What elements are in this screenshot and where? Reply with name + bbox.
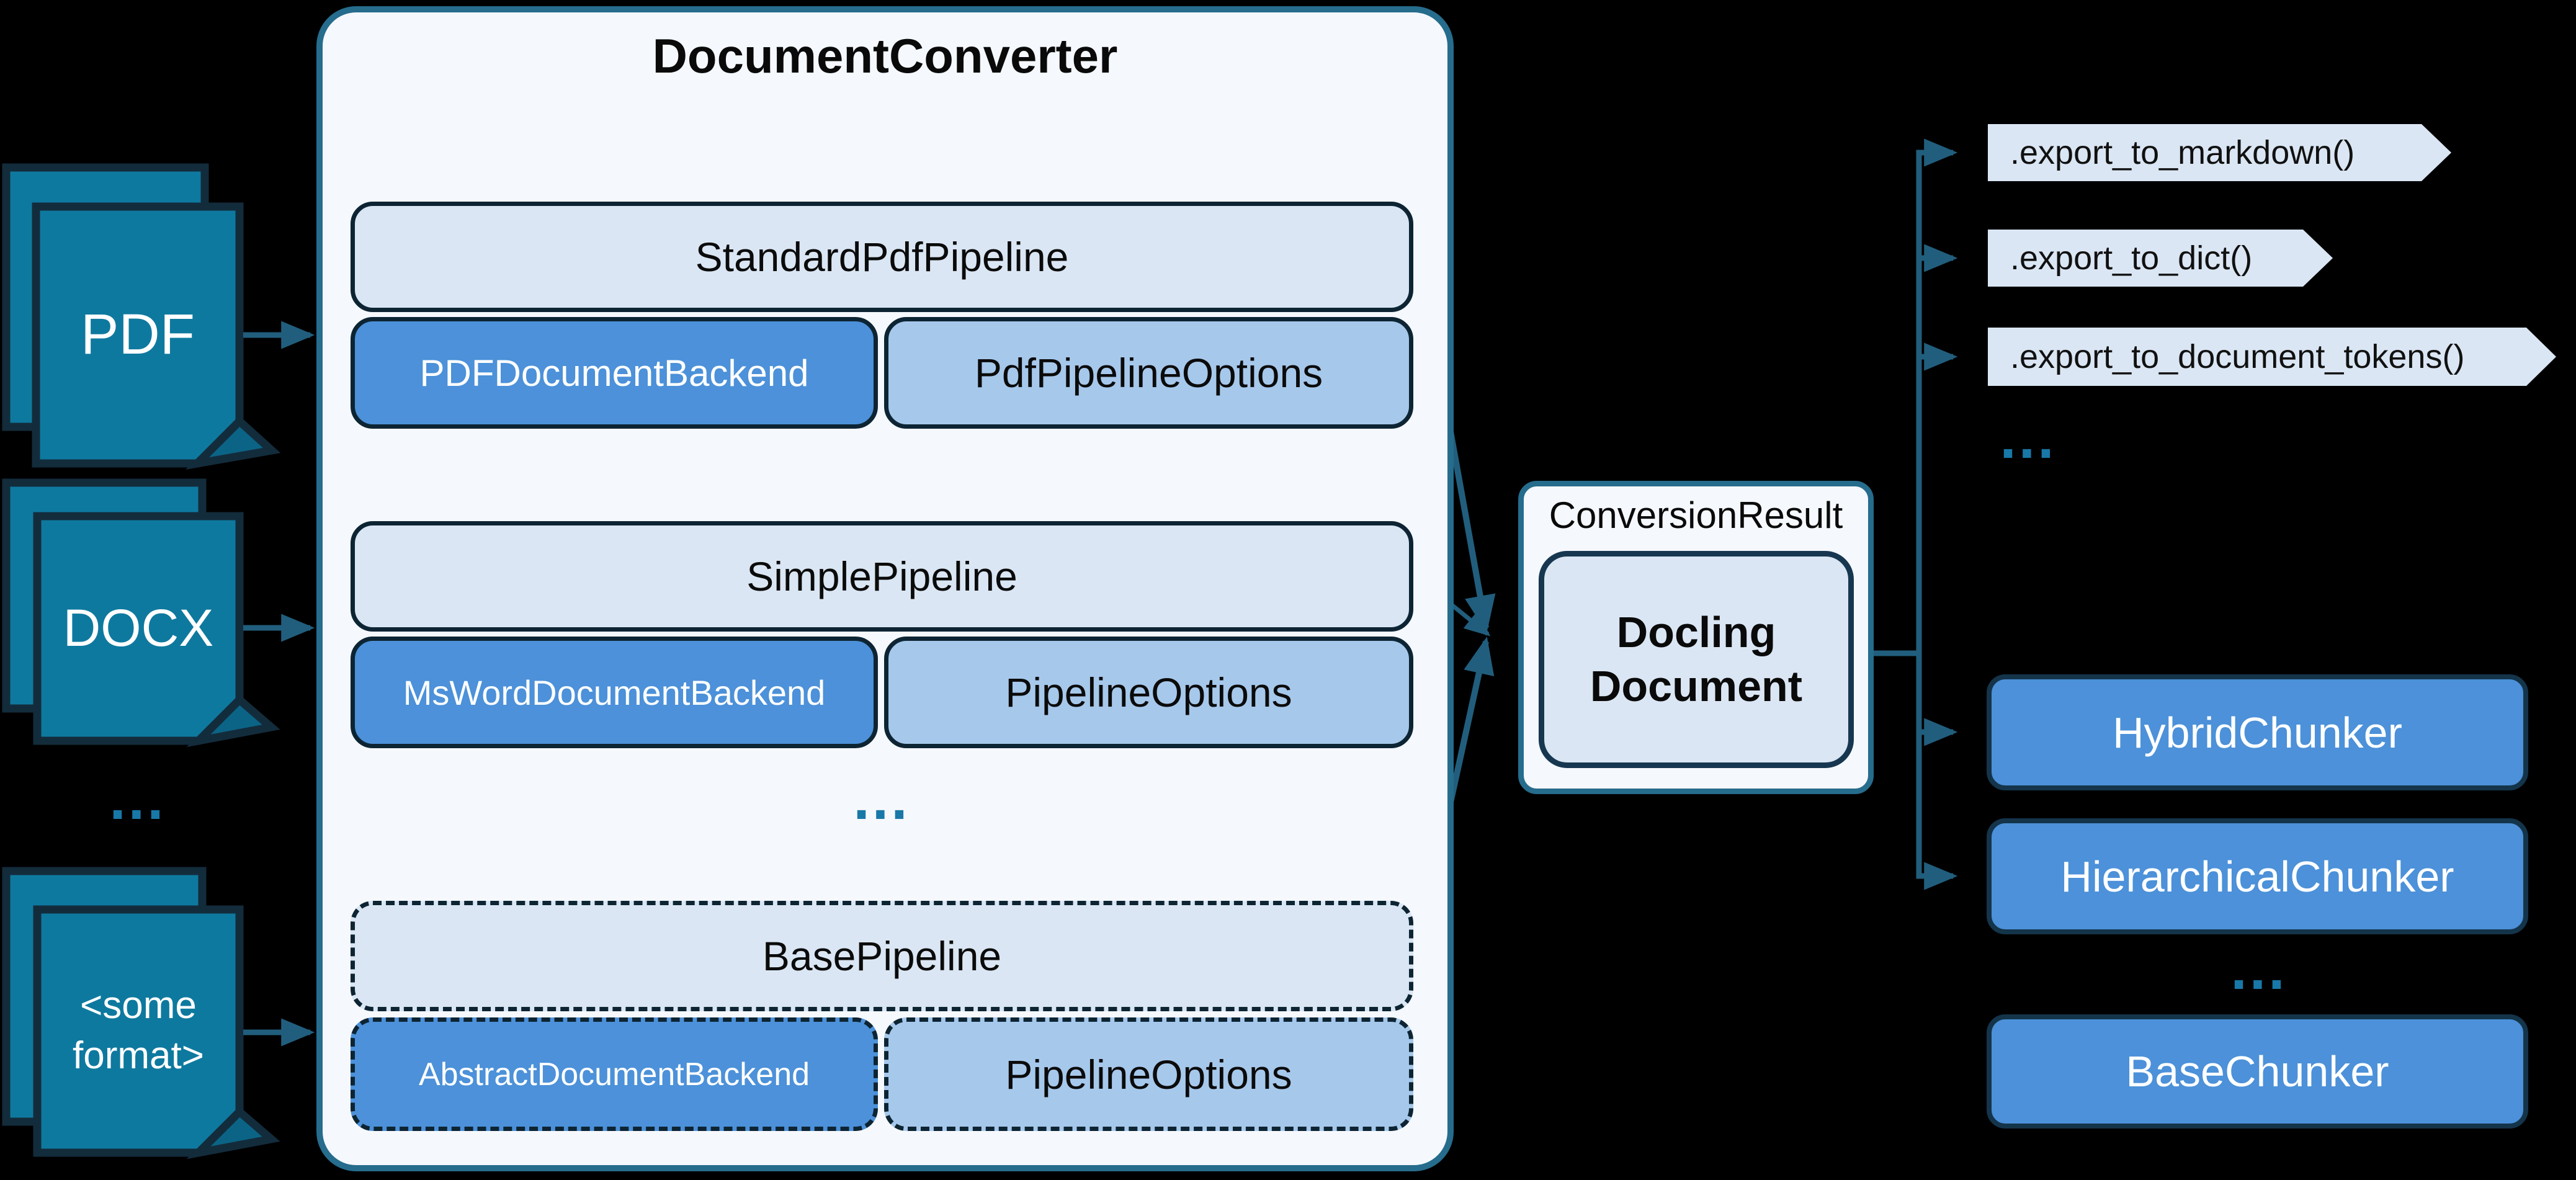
- input-label-other-format: <some format>: [73, 984, 204, 1077]
- conversion-result-label: ConversionResult: [1549, 494, 1843, 536]
- msword-document-backend-box: MsWordDocumentBackend: [351, 637, 878, 748]
- other-format-document-stack-icon: [2, 867, 280, 1160]
- export-to-dict-pennant: .export_to_dict(): [1988, 230, 2333, 287]
- abstract-document-backend-box: AbstractDocumentBackend: [351, 1017, 878, 1131]
- input-label-pdf: PDF: [81, 303, 195, 367]
- export-to-markdown-pennant: .export_to_markdown(): [1988, 124, 2451, 181]
- converter-ellipsis: ...: [853, 766, 910, 832]
- input-label-docx: DOCX: [63, 599, 214, 658]
- base-chunker-box: BaseChunker: [1987, 1014, 2528, 1129]
- hierarchical-chunker-box: HierarchicalChunker: [1987, 818, 2528, 934]
- docling-document-box: Docling Document: [1539, 551, 1854, 768]
- pdf-document-stack-icon: [2, 163, 281, 470]
- base-pipeline-options-box: PipelineOptions: [884, 1017, 1413, 1131]
- standard-pdf-pipeline-box: StandardPdfPipeline: [351, 202, 1413, 312]
- hybrid-chunker-box: HybridChunker: [1987, 674, 2528, 790]
- exports-ellipsis: ...: [2000, 405, 2057, 471]
- base-pipeline-box: BasePipeline: [351, 901, 1413, 1011]
- document-converter-title: DocumentConverter: [652, 28, 1118, 83]
- input-arrows: [243, 321, 315, 1047]
- pdf-pipeline-options-box: PdfPipelineOptions: [884, 317, 1413, 429]
- pdf-document-backend-box: PDFDocumentBackend: [351, 317, 878, 429]
- pipeline-options-box: PipelineOptions: [884, 637, 1413, 748]
- export-to-document-tokens-pennant: .export_to_document_tokens(): [1988, 328, 2556, 386]
- docx-document-stack-icon: [2, 478, 280, 748]
- simple-pipeline-box: SimplePipeline: [351, 521, 1413, 632]
- chunkers-ellipsis: ...: [2230, 936, 2288, 1002]
- input-ellipsis: ...: [109, 766, 166, 832]
